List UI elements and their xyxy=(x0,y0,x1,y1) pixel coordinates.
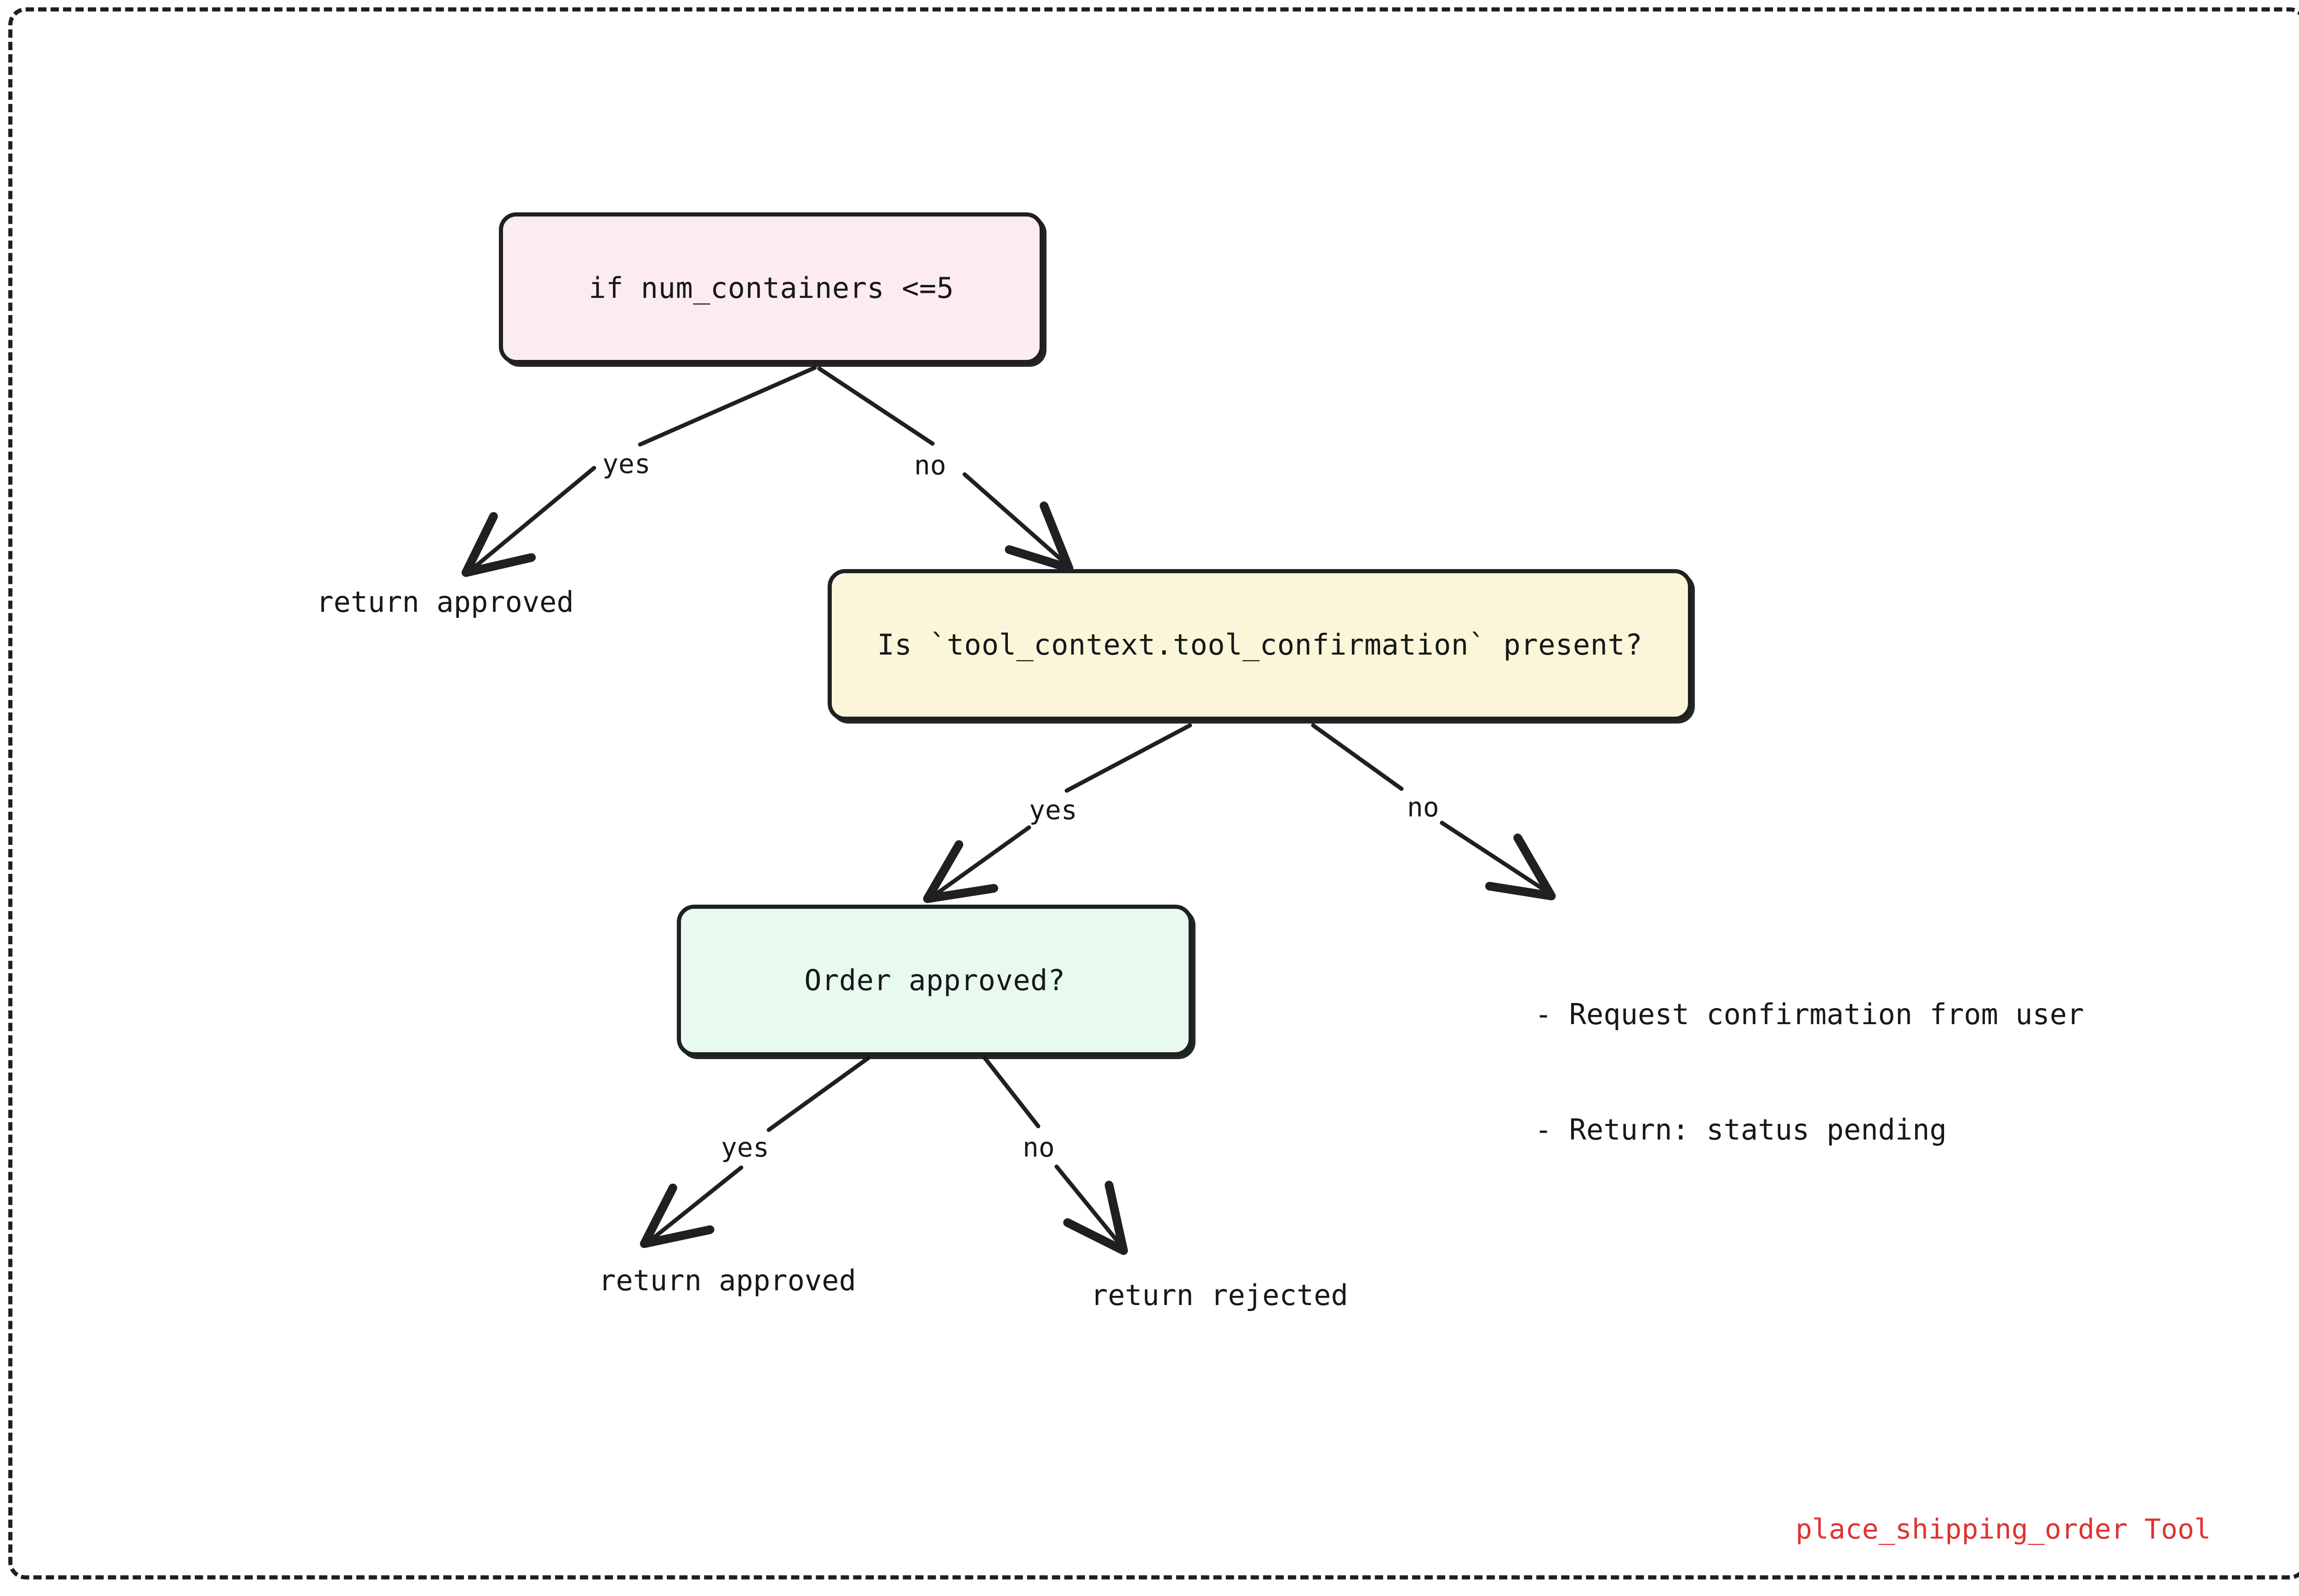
pending-action-line-1: - Request confirmation from user xyxy=(1535,998,2084,1032)
node-decision-order-approved[interactable]: Order approved? xyxy=(677,905,1193,1056)
node-decision-order-approved-label: Order approved? xyxy=(804,963,1065,998)
terminal-return-approved-bottom: return approved xyxy=(599,1264,856,1297)
pending-action-block: - Request confirmation from user - Retur… xyxy=(1535,918,2084,1226)
edge-label-confirmation-yes: yes xyxy=(1029,794,1077,826)
node-decision-tool-confirmation[interactable]: Is `tool_context.tool_confirmation` pres… xyxy=(828,569,1692,721)
edge-label-root-yes: yes xyxy=(602,448,651,479)
node-decision-tool-confirmation-label: Is `tool_context.tool_confirmation` pres… xyxy=(877,628,1643,662)
edge-label-order-approved-no: no xyxy=(1023,1132,1055,1163)
pending-action-line-2: - Return: status pending xyxy=(1535,1113,1947,1147)
diagram-frame-border xyxy=(8,7,2299,1579)
terminal-return-rejected: return rejected xyxy=(1091,1278,1348,1312)
terminal-return-approved-top: return approved xyxy=(316,585,574,619)
edge-label-confirmation-no: no xyxy=(1407,792,1439,823)
edge-label-root-no: no xyxy=(914,450,946,481)
edge-label-order-approved-yes: yes xyxy=(721,1132,769,1163)
node-decision-num-containers-label: if num_containers <=5 xyxy=(589,271,954,305)
tool-name-watermark: place_shipping_order Tool xyxy=(1796,1513,2211,1545)
node-decision-num-containers[interactable]: if num_containers <=5 xyxy=(499,212,1044,364)
